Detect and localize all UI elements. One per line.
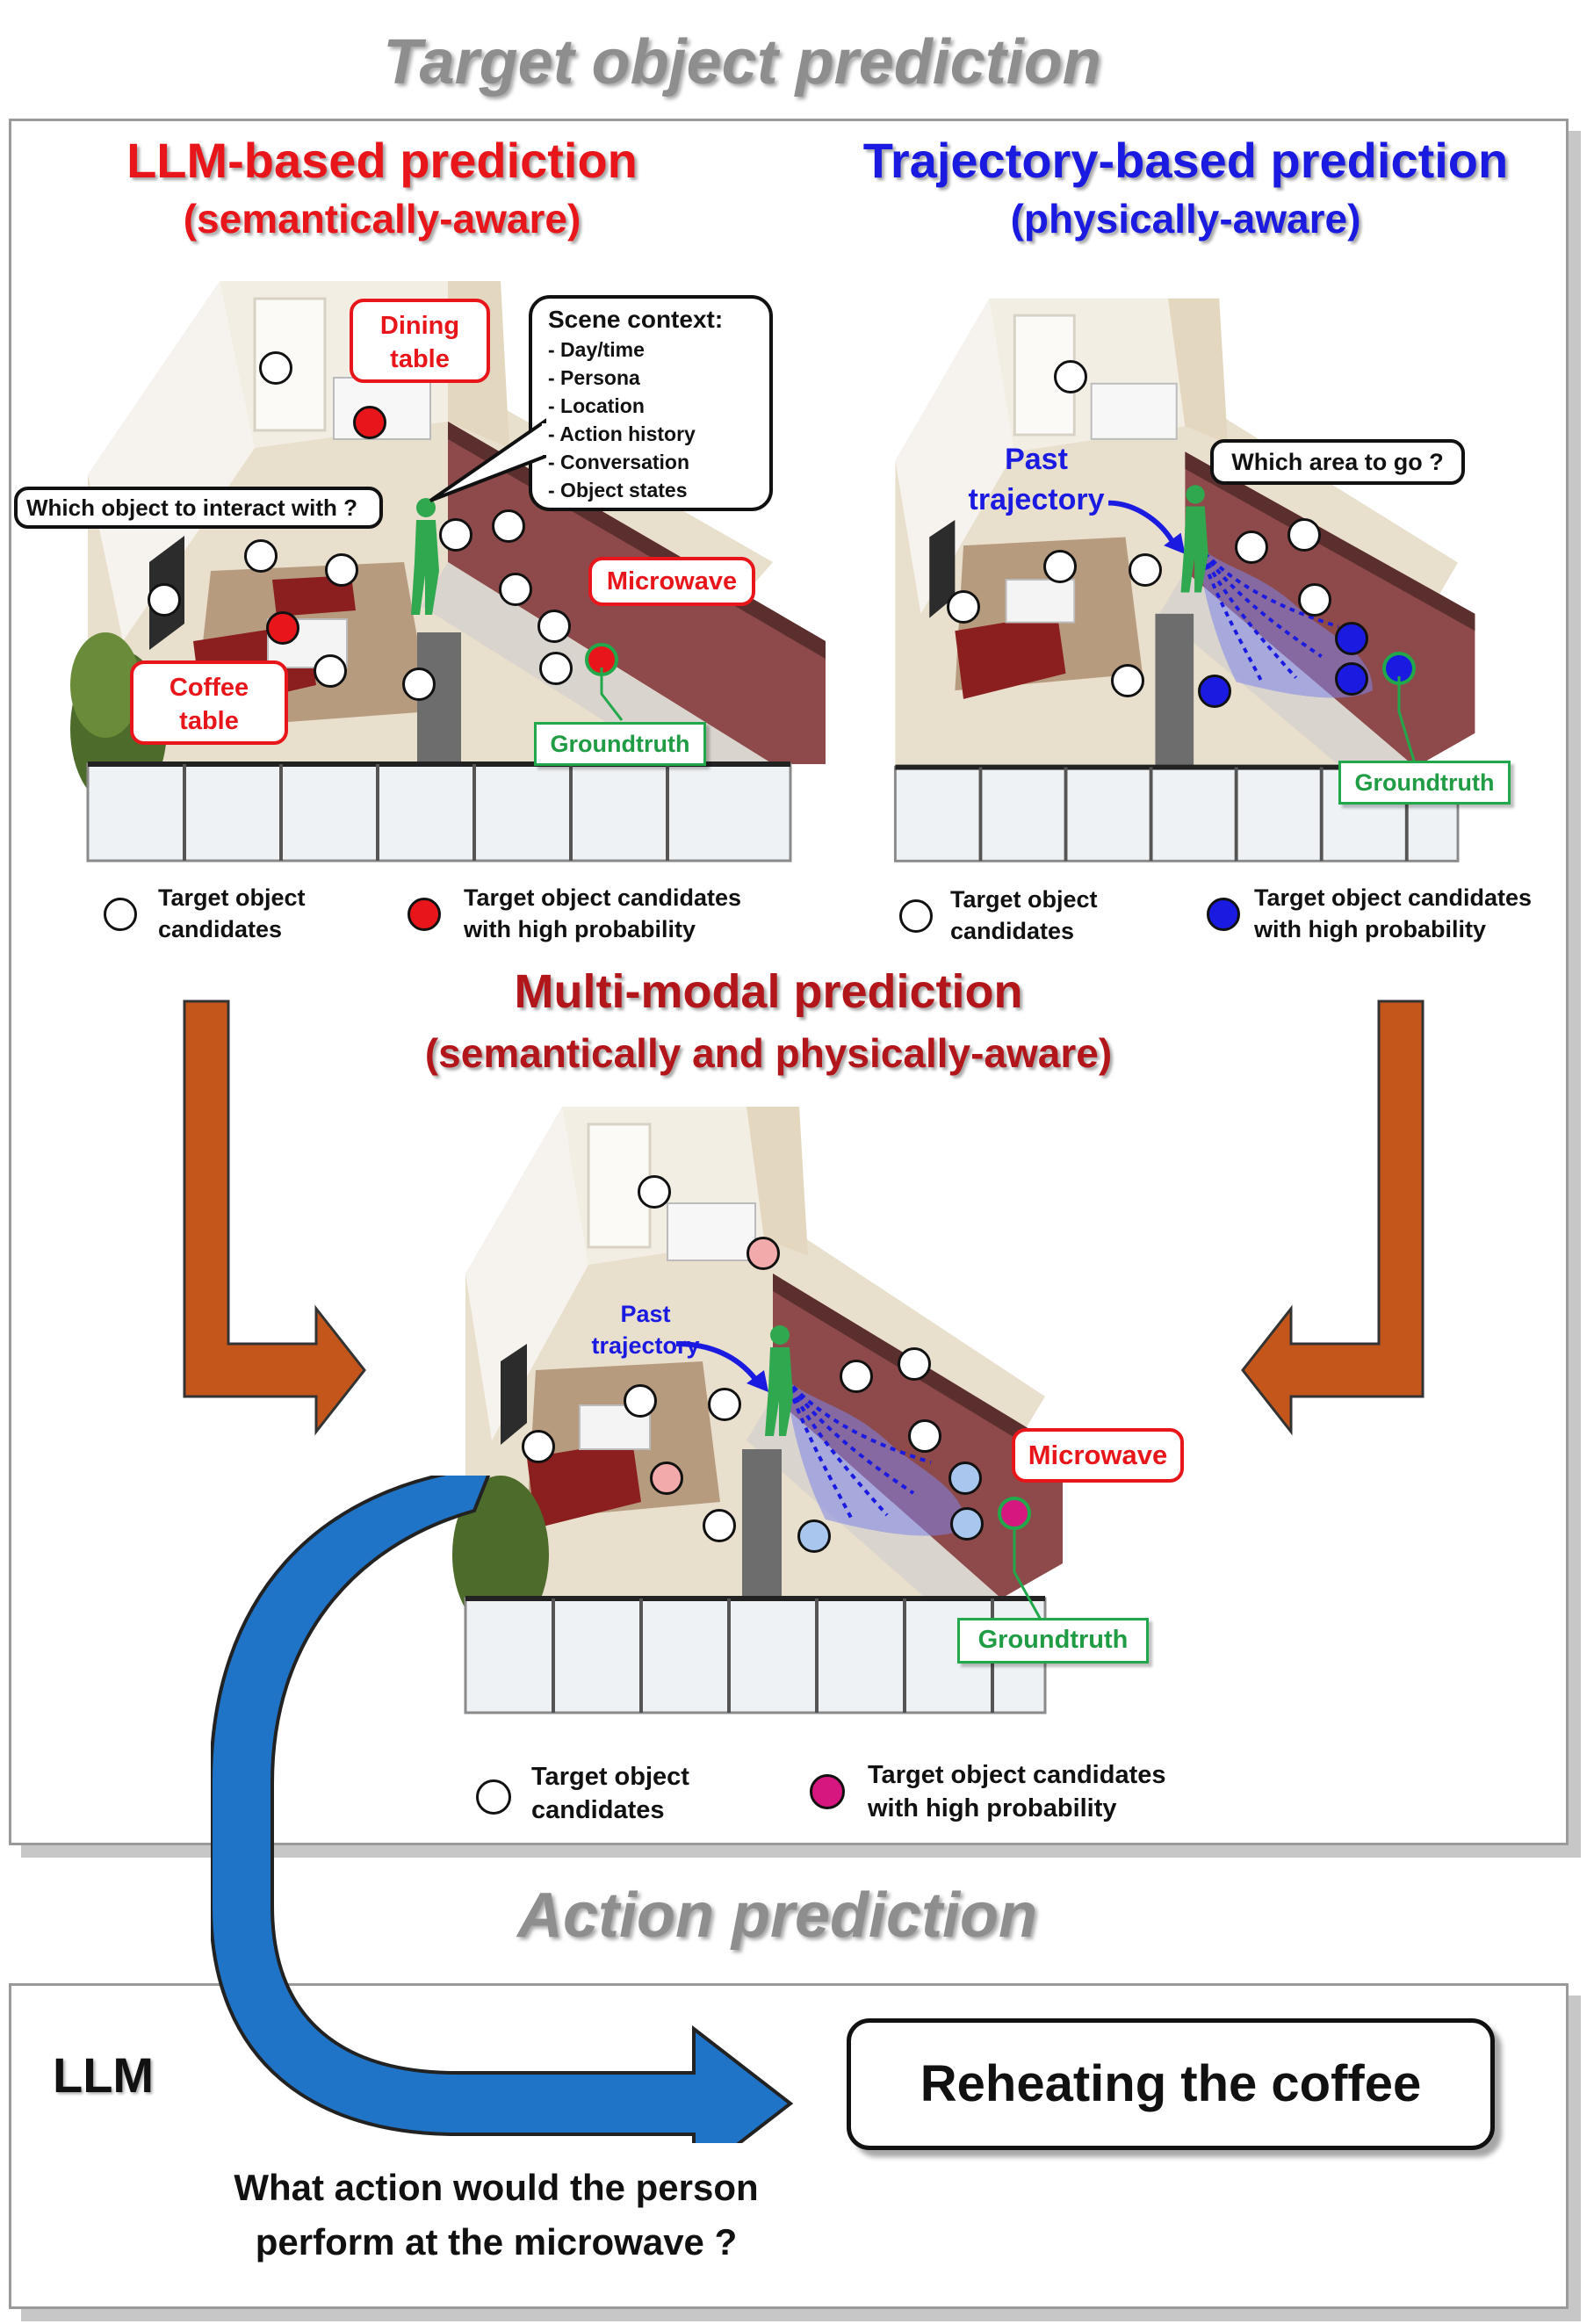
microwave-callout: Microwave	[588, 557, 755, 606]
legend-white-dot	[899, 899, 933, 933]
high-probability-dot[interactable]	[266, 611, 299, 645]
candidate-dot[interactable]	[947, 590, 980, 624]
multimodal-room-scene	[452, 1107, 1063, 1714]
context-item-conversation: - Conversation	[548, 451, 690, 473]
legend-blue-dot	[1207, 898, 1240, 931]
trajectory-subheading: (physically-aware)	[1010, 196, 1361, 242]
candidate-dot[interactable]	[325, 553, 358, 587]
multimodal-heading: Multi-modal prediction	[514, 965, 1023, 1018]
blue-action-arrow	[211, 1476, 794, 2143]
llm-legend-red-label: Target object candidates with high proba…	[464, 884, 742, 942]
candidate-dot[interactable]	[1111, 664, 1144, 697]
candidate-dot[interactable]	[624, 1384, 657, 1418]
llm-label: LLM	[53, 2047, 155, 2103]
candidate-dot[interactable]	[439, 518, 472, 552]
orange-merge-arrow-right	[1241, 1000, 1425, 1436]
area-question-bubble: Which area to go ?	[1210, 439, 1465, 485]
candidate-dot[interactable]	[314, 654, 347, 688]
candidate-dot[interactable]	[537, 610, 571, 643]
action-prediction-title: Action prediction	[517, 1880, 1037, 1951]
multimodal-groundtruth-connector	[1013, 1528, 1042, 1620]
high-probability-dot[interactable]	[1198, 675, 1231, 708]
light-blue-probability-dot[interactable]	[797, 1519, 831, 1553]
multimodal-subheading: (semantically and physically-aware)	[424, 1030, 1113, 1076]
candidate-dot[interactable]	[402, 668, 436, 701]
trajectory-legend-blue-label: Target object candidates with high proba…	[1254, 884, 1533, 942]
past-trajectory-label: Past trajectory	[968, 443, 1105, 516]
multimodal-legend-white-label: Target object candidates	[531, 1763, 689, 1824]
action-answer-text: Reheating the coffee	[920, 2055, 1422, 2112]
candidate-dot[interactable]	[492, 509, 525, 543]
high-probability-dot[interactable]	[353, 406, 386, 439]
trajectory-legend-white-label: Target object candidates	[950, 886, 1098, 944]
action-question: What action would the person perform at …	[234, 2167, 759, 2263]
person-figure	[411, 498, 439, 615]
orange-merge-arrow-left	[183, 1000, 366, 1436]
context-item-daytime: - Day/time	[548, 338, 645, 361]
candidate-dot[interactable]	[898, 1347, 931, 1381]
high-probability-dot[interactable]	[1335, 622, 1368, 655]
candidate-dot[interactable]	[638, 1175, 671, 1209]
context-item-action-history: - Action history	[548, 422, 696, 445]
pink-probability-dot[interactable]	[747, 1237, 780, 1270]
person-figure	[1180, 485, 1208, 593]
person-figure	[765, 1325, 793, 1436]
candidate-dot[interactable]	[908, 1419, 941, 1453]
trajectory-heading: Trajectory-based prediction	[862, 133, 1509, 188]
llm-groundtruth-label: Groundtruth	[534, 722, 706, 766]
trajectory-room-scene	[893, 298, 1475, 862]
candidate-dot[interactable]	[708, 1388, 741, 1421]
candidate-dot[interactable]	[259, 351, 292, 385]
legend-magenta-dot	[810, 1774, 845, 1809]
candidate-dot[interactable]	[1235, 530, 1268, 564]
legend-white-dot	[104, 898, 137, 931]
high-probability-dot[interactable]	[1335, 662, 1368, 696]
legend-red-dot	[408, 898, 441, 931]
llm-heading: LLM-based prediction	[126, 133, 638, 188]
target-prediction-title: Target object prediction	[383, 27, 1101, 97]
candidate-dot[interactable]	[1129, 553, 1162, 587]
groundtruth-dot[interactable]	[998, 1497, 1031, 1530]
llm-groundtruth-connector	[600, 668, 624, 721]
candidate-dot[interactable]	[148, 583, 181, 617]
light-blue-probability-dot[interactable]	[950, 1507, 984, 1541]
llm-legend-white-label: Target object candidates	[158, 884, 306, 942]
object-question-bubble: Which object to interact with ?	[14, 487, 383, 529]
scene-context-pointer	[429, 418, 547, 502]
context-item-location: - Location	[548, 394, 645, 417]
candidate-dot[interactable]	[703, 1509, 736, 1542]
scene-context-bubble: Scene context: - Day/time - Persona - Lo…	[529, 295, 773, 511]
candidate-dot[interactable]	[1054, 360, 1087, 393]
candidate-dot[interactable]	[1298, 583, 1331, 617]
candidate-dot[interactable]	[244, 539, 278, 573]
context-item-persona: - Persona	[548, 366, 640, 389]
action-answer-box: Reheating the coffee	[847, 2018, 1495, 2150]
candidate-dot[interactable]	[539, 652, 573, 685]
candidate-dot[interactable]	[1287, 518, 1321, 552]
llm-subheading: (semantically-aware)	[183, 196, 581, 242]
multimodal-legend-magenta-label: Target object candidates with high proba…	[868, 1761, 1166, 1822]
candidate-dot[interactable]	[522, 1430, 555, 1463]
coffee-table-callout: Coffee table	[130, 660, 288, 745]
multimodal-groundtruth-label: Groundtruth	[957, 1618, 1149, 1664]
multimodal-past-trajectory-label: Past trajectory	[591, 1301, 700, 1359]
pink-probability-dot[interactable]	[650, 1462, 683, 1495]
trajectory-groundtruth-connector	[1397, 676, 1416, 761]
candidate-dot[interactable]	[1043, 550, 1077, 583]
light-blue-probability-dot[interactable]	[948, 1462, 982, 1495]
legend-white-dot	[476, 1779, 511, 1815]
scene-context-title: Scene context:	[548, 306, 724, 333]
candidate-dot[interactable]	[499, 573, 532, 606]
dining-table-callout: Dining table	[350, 299, 490, 383]
trajectory-groundtruth-label: Groundtruth	[1338, 761, 1511, 805]
context-item-object-states: - Object states	[548, 479, 688, 502]
multimodal-microwave-callout: Microwave	[1012, 1428, 1184, 1483]
candidate-dot[interactable]	[840, 1360, 873, 1393]
